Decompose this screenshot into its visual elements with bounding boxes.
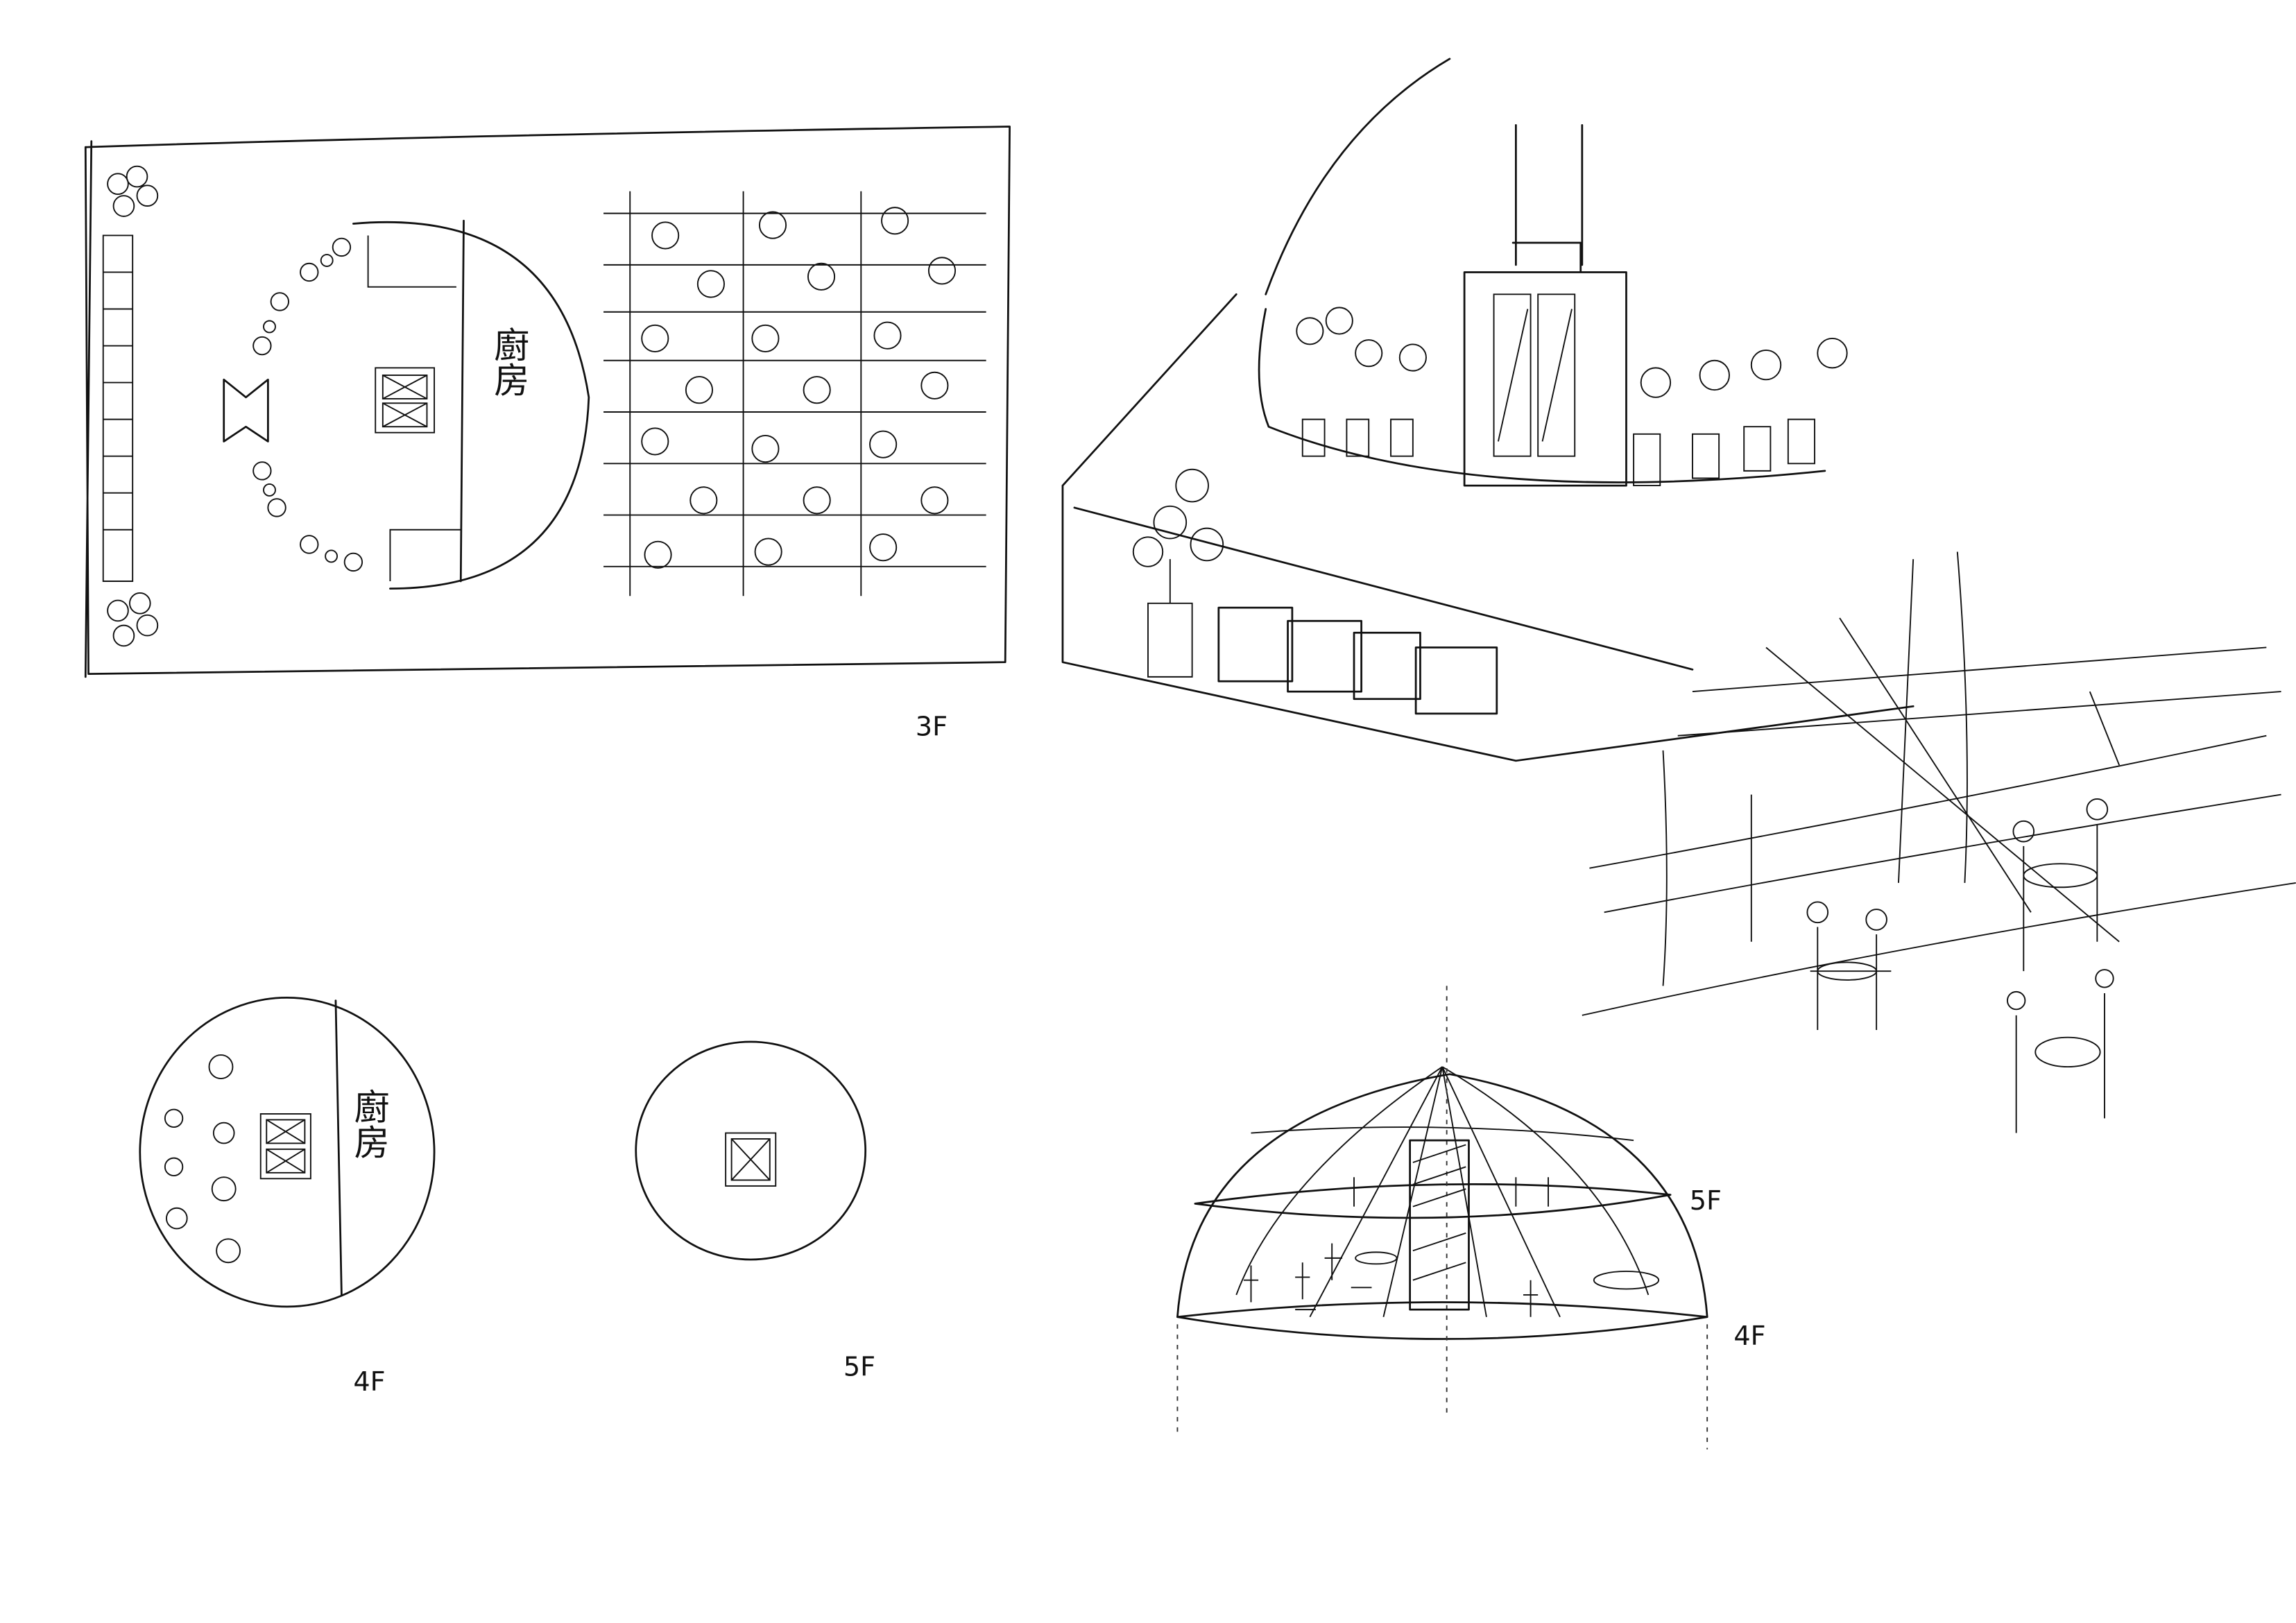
terrace-edge — [1061, 293, 1914, 762]
plan-3f-outline — [84, 126, 1011, 678]
floor-plan-5f: 5F — [635, 1040, 875, 1383]
canopy-lines — [1582, 551, 2296, 1016]
core-shaft — [1409, 1139, 1470, 1311]
potted-plants — [1296, 307, 1848, 487]
flower-arc — [252, 237, 363, 572]
table-grid — [603, 191, 986, 596]
kitchen-wall-4f — [334, 999, 343, 1296]
floor-plan-3f: 廚房 3F — [84, 126, 1011, 743]
central-column — [1463, 123, 1627, 487]
floor-label-3f: 3F — [916, 712, 948, 743]
stove-icon — [259, 1113, 311, 1180]
perspective-canopy — [1582, 551, 2296, 1133]
plan-5f-outline — [635, 1040, 867, 1261]
kitchen-label-3f: 廚房 — [488, 327, 529, 397]
center-axis — [1176, 986, 1708, 1450]
stove-icon — [725, 1132, 777, 1187]
floor-label-4f: 4F — [353, 1367, 385, 1398]
dome-section: 5F 4F — [1176, 986, 1766, 1450]
kitchen-wall — [459, 219, 465, 583]
perspective-dome-interior — [1258, 58, 1848, 487]
floor-5f-ring — [1194, 1183, 1672, 1219]
floor-label-5f: 5F — [843, 1352, 875, 1383]
floor-4f-ring — [1176, 1301, 1708, 1340]
plan-4f-outline — [139, 996, 436, 1308]
terrace-tree — [1132, 468, 1224, 678]
kitchen-label-4f: 廚房 — [348, 1089, 388, 1160]
people-figures — [1243, 1177, 1660, 1317]
flower-cluster-icon — [107, 165, 159, 647]
stove-icon — [375, 367, 436, 433]
floor-plan-4f: 廚房 4F — [139, 996, 436, 1398]
column-hatch — [1493, 293, 1576, 457]
diner-figures — [1806, 798, 2114, 1133]
core-hatch — [1412, 1144, 1466, 1281]
perspective-terrace — [1061, 293, 1914, 762]
book-icon — [223, 378, 269, 443]
dome-shell — [1258, 58, 1826, 483]
dome-label-4f: 4F — [1733, 1321, 1765, 1352]
planter-boxes — [1217, 606, 1498, 715]
dining-semicircle — [352, 221, 590, 590]
round-tables — [641, 207, 957, 569]
dome-ribs — [1235, 1066, 1650, 1318]
round-tables-4f — [164, 1054, 241, 1264]
counter — [367, 235, 461, 581]
dome-label-5f: 5F — [1690, 1186, 1722, 1217]
stair-column — [102, 234, 134, 582]
